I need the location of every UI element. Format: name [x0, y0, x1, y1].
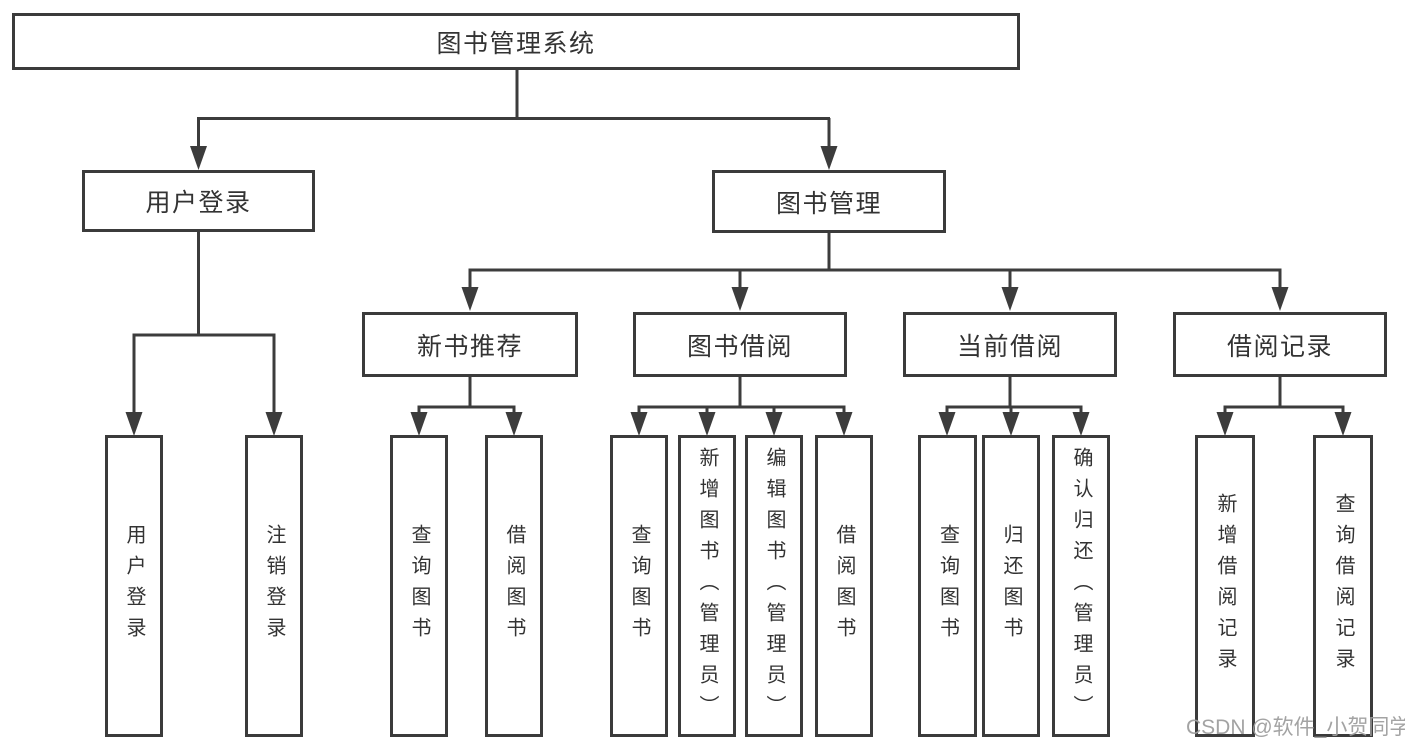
- leaf-borrow-books-1: 借阅图书: [485, 435, 543, 737]
- node-current-borrowing: 当前借阅: [903, 312, 1117, 377]
- node-book-management: 图书管理: [712, 170, 946, 233]
- node-label: 用户登录: [145, 189, 252, 217]
- node-label: 注销登录: [263, 524, 285, 648]
- leaf-return-books: 归还图书: [982, 435, 1040, 737]
- node-label: 借阅图书: [833, 524, 855, 648]
- node-label: 新书推荐: [416, 332, 523, 361]
- node-label: 编辑图书（管理员）: [763, 446, 785, 726]
- leaf-confirm-return-admin: 确认归还（管理员）: [1052, 435, 1110, 737]
- node-label: 图书管理: [775, 189, 882, 218]
- node-borrowing-records: 借阅记录: [1173, 312, 1387, 377]
- leaf-user-login: 用户登录: [105, 435, 163, 737]
- node-user-login: 用户登录: [82, 170, 315, 232]
- node-label: 归还图书: [1000, 524, 1022, 648]
- node-label: 查询图书: [936, 524, 959, 648]
- leaf-query-books-1: 查询图书: [390, 435, 448, 737]
- node-label: 图书管理系统: [436, 29, 596, 58]
- node-label: 当前借阅: [956, 332, 1063, 361]
- node-label: 查询借阅记录: [1332, 493, 1354, 679]
- node-label: 新增图书（管理员）: [696, 446, 718, 726]
- node-label: 查询图书: [628, 524, 650, 648]
- node-new-book-recommendation: 新书推荐: [362, 312, 578, 377]
- node-label: 图书借阅: [686, 332, 793, 361]
- node-label: 新增借阅记录: [1214, 493, 1236, 679]
- node-label: 用户登录: [123, 524, 145, 648]
- leaf-add-book-admin: 新增图书（管理员）: [678, 435, 736, 737]
- watermark: CSDN @软件_小贺同学: [1186, 716, 1405, 739]
- leaf-logout: 注销登录: [245, 435, 303, 737]
- leaf-borrow-books-2: 借阅图书: [815, 435, 873, 737]
- leaf-add-borrow-record: 新增借阅记录: [1195, 435, 1255, 737]
- node-label: 查询图书: [408, 524, 430, 648]
- leaf-query-books-2: 查询图书: [610, 435, 668, 737]
- node-book-borrowing: 图书借阅: [633, 312, 847, 377]
- node-library-management-system: 图书管理系统: [12, 13, 1020, 70]
- leaf-query-books-3: 查询图书: [918, 435, 977, 737]
- node-label: 确认归还（管理员）: [1070, 446, 1092, 726]
- leaf-edit-book-admin: 编辑图书（管理员）: [745, 435, 803, 737]
- node-label: 借阅记录: [1226, 332, 1333, 361]
- node-label: 借阅图书: [503, 524, 525, 648]
- leaf-query-borrow-record: 查询借阅记录: [1313, 435, 1373, 737]
